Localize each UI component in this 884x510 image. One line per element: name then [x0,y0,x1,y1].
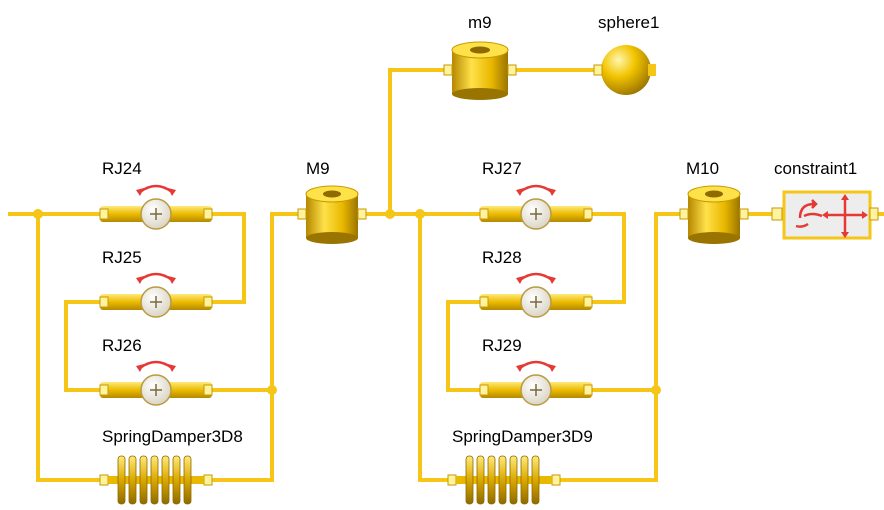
label-RJ28: RJ28 [482,248,522,267]
spring-damper-icon [99,455,213,505]
label-RJ25: RJ25 [102,248,142,267]
wire-spring9-to-bus [558,388,658,482]
label-RJ27: RJ27 [482,159,522,178]
label-RJ26: RJ26 [102,336,142,355]
joint-RJ24[interactable] [99,184,213,230]
wire-right-bus-to-spring9 [418,212,450,482]
joint-RJ27[interactable] [479,184,593,230]
spring-damper-SpringDamper3D9[interactable] [447,455,561,505]
joint-RJ25[interactable] [99,272,213,318]
wire-junction-to-m9-small [388,68,450,216]
spring-damper-icon [447,455,561,505]
label-RJ29: RJ29 [482,336,522,355]
revolute-joint-icon [479,360,593,406]
sphere-body-icon [593,45,656,95]
revolute-joint-icon [99,360,213,406]
label-M9: M9 [306,159,330,178]
joint-RJ29[interactable] [479,360,593,406]
revolute-joint-icon [479,184,593,230]
cylinder-mass-icon [443,41,517,100]
label-SpringDamper3D8: SpringDamper3D8 [102,427,243,446]
sphere1-body[interactable] [593,45,656,95]
mass-m9-small[interactable] [443,41,517,100]
junction-dot [33,209,43,219]
wire-spring8-to-bus [210,388,274,482]
revolute-joint-icon [479,272,593,318]
junction-dot [415,209,425,219]
junction-dot [267,385,277,395]
mass-M10[interactable] [679,185,749,244]
junction-dot [651,385,661,395]
label-m9: m9 [468,13,492,32]
revolute-joint-icon [99,272,213,318]
wire-rj29-to-m10 [590,212,682,392]
label-RJ24: RJ24 [102,159,142,178]
wire-rj24-to-rj25 [210,212,246,304]
constraint1-block[interactable] [771,190,879,240]
cylinder-mass-icon [297,185,367,244]
wire-rj28-to-rj29 [446,300,482,392]
junction-dot [385,209,395,219]
label-SpringDamper3D9: SpringDamper3D9 [452,427,593,446]
mass-M9[interactable] [297,185,367,244]
label-constraint1: constraint1 [774,159,858,178]
joint-RJ26[interactable] [99,360,213,406]
connection-wires [8,68,884,482]
wire-junctions [33,209,661,395]
wire-rj27-to-rj28 [590,212,626,304]
wire-rj26-to-m9 [210,212,302,392]
cylinder-mass-icon [679,185,749,244]
wire-left-bus-to-spring8 [36,212,102,482]
label-sphere1: sphere1 [598,13,660,32]
revolute-joint-icon [99,184,213,230]
label-M10: M10 [686,159,720,178]
constraint-icon [771,190,879,240]
spring-damper-SpringDamper3D8[interactable] [99,455,213,505]
joint-RJ28[interactable] [479,272,593,318]
wire-rj25-to-rj26 [64,300,102,392]
